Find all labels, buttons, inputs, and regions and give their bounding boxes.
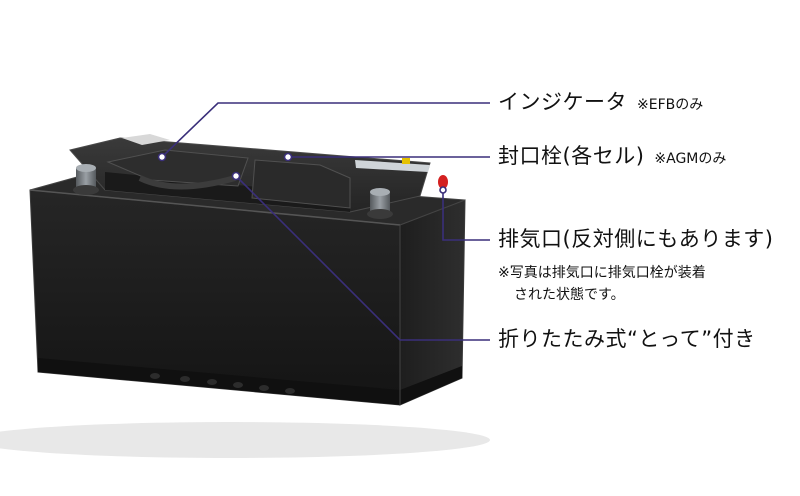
terminal-negative xyxy=(73,164,99,195)
indicator-label: インジケータ xyxy=(498,90,627,114)
battery-base-ridge xyxy=(38,358,462,405)
leader-vent-hole xyxy=(442,190,490,241)
terminal-positive xyxy=(367,188,393,219)
callout-handle: 折りたたみ式“とって”付き xyxy=(498,329,756,350)
top-label-sticker xyxy=(122,134,170,145)
callout-indicator: インジケータ ※EFBのみ xyxy=(498,92,703,113)
leader-handle xyxy=(235,175,490,341)
vent-hole-label: 排気口(反対側にもあります) xyxy=(498,227,774,251)
callout-vent-plug: 封口栓(各セル) ※AGMのみ xyxy=(498,146,726,167)
photo-note-line2: された状態です。 xyxy=(514,287,625,303)
handle-label: 折りたたみ式“とって”付き xyxy=(498,327,756,351)
indicator-note: ※EFBのみ xyxy=(637,97,704,113)
leader-indicator xyxy=(161,102,490,158)
leader-lines xyxy=(161,102,490,341)
callout-vent-hole: 排気口(反対側にもあります) xyxy=(498,229,773,250)
top-label-strip xyxy=(355,160,430,172)
vent-hole-plug xyxy=(438,175,448,189)
warning-sticker xyxy=(402,158,410,164)
vent-plug-note: ※AGMのみ xyxy=(654,151,727,167)
battery-edge-highlight xyxy=(29,189,401,226)
base-notches xyxy=(150,373,295,394)
leader-dots xyxy=(157,152,447,194)
folding-handle xyxy=(138,175,236,190)
photo-note: ※写真は排気口に排気口栓が装着 された状態です。 xyxy=(498,262,706,306)
vent-plug-label: 封口栓(各セル) xyxy=(498,144,645,168)
photo-note-line1: ※写真は排気口に排気口栓が装着 xyxy=(498,265,706,281)
floor-shadow xyxy=(0,422,490,458)
